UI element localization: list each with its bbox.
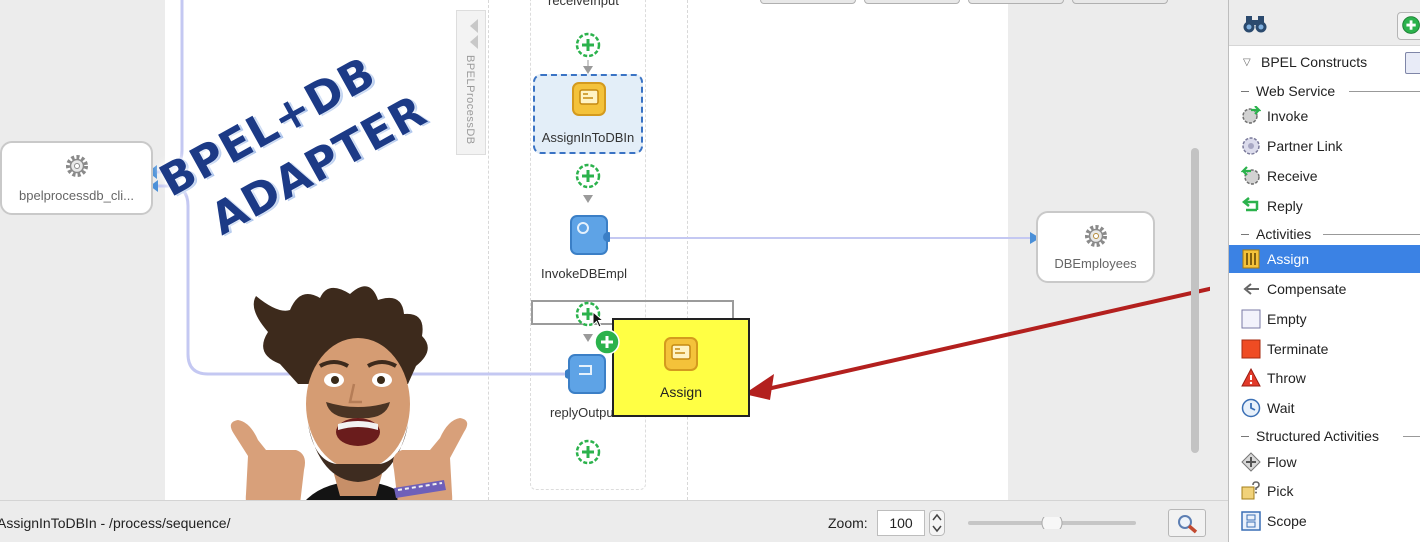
invoke-activity-label: InvokeDBEmpl bbox=[541, 266, 627, 281]
db-employees-partner-link[interactable]: DBEmployees bbox=[1036, 211, 1155, 283]
palette-category-header[interactable]: ▽ BPEL Constructs bbox=[1229, 48, 1420, 76]
thumbs-up-person-image bbox=[230, 286, 468, 542]
dragged-assign-activity[interactable]: Assign bbox=[612, 318, 750, 417]
zoom-slider-knob[interactable] bbox=[1041, 517, 1063, 529]
palette-item-compensate[interactable]: Compensate bbox=[1229, 275, 1420, 303]
binoculars-icon[interactable] bbox=[1243, 14, 1267, 34]
assign-activity-selected[interactable]: AssignInToDBIn bbox=[533, 74, 643, 154]
item-label: Wait bbox=[1267, 400, 1295, 416]
reply-icon bbox=[1241, 197, 1259, 212]
component-palette: ▽ BPEL Constructs Web Service Invoke Par… bbox=[1228, 0, 1420, 542]
invoke-activity-icon[interactable] bbox=[570, 215, 610, 255]
palette-add-button[interactable] bbox=[1397, 12, 1420, 40]
item-label: Invoke bbox=[1267, 108, 1309, 124]
sequence-lane bbox=[530, 0, 646, 490]
palette-section-web-service: Web Service bbox=[1229, 80, 1420, 102]
status-bar: AssignInToDBIn - /process/sequence/ Zoom… bbox=[0, 500, 1228, 542]
mouse-pointer-icon bbox=[592, 311, 605, 328]
item-label: Partner Link bbox=[1267, 138, 1343, 154]
palette-item-assign[interactable]: Assign bbox=[1229, 245, 1420, 273]
item-label: Pick bbox=[1267, 483, 1294, 499]
process-scope-lane bbox=[488, 0, 688, 500]
zoom-label: Zoom: bbox=[828, 515, 868, 531]
palette-item-reply[interactable]: Reply bbox=[1229, 192, 1420, 220]
empty-icon bbox=[1241, 309, 1261, 329]
palette-item-scope[interactable]: Scope bbox=[1229, 507, 1420, 535]
section-label: Structured Activities bbox=[1256, 428, 1385, 444]
item-label: Reply bbox=[1267, 198, 1303, 214]
selection-path: AssignInToDBIn - /process/sequence/ bbox=[0, 515, 231, 531]
palette-item-partner-link[interactable]: Partner Link bbox=[1229, 132, 1420, 160]
assign-icon bbox=[1242, 249, 1260, 269]
reply-activity-icon[interactable] bbox=[565, 354, 607, 394]
palette-search-input[interactable] bbox=[1275, 11, 1395, 39]
invoke-icon bbox=[1242, 106, 1261, 124]
item-label: Compensate bbox=[1267, 281, 1347, 297]
receive-icon bbox=[1241, 166, 1260, 185]
vertical-scrollbar[interactable] bbox=[1186, 0, 1204, 490]
compensate-icon bbox=[1243, 283, 1259, 295]
terminate-icon bbox=[1241, 339, 1261, 359]
scrollbar-thumb[interactable] bbox=[1191, 148, 1199, 453]
receive-activity-label: receiveInput bbox=[548, 0, 619, 8]
palette-toolbar bbox=[1229, 0, 1420, 46]
palette-item-empty[interactable]: Empty bbox=[1229, 305, 1420, 333]
palette-item-invoke[interactable]: Invoke bbox=[1229, 102, 1420, 130]
assign-activity-label: AssignInToDBIn bbox=[541, 130, 635, 145]
scope-icon bbox=[1241, 511, 1261, 531]
client-partner-label: bpelprocessdb_cli... bbox=[19, 188, 134, 203]
section-label: Activities bbox=[1256, 226, 1318, 242]
section-label: Web Service bbox=[1256, 83, 1342, 99]
throw-icon bbox=[1241, 368, 1261, 387]
reply-activity-label: replyOutput bbox=[550, 405, 618, 420]
palette-item-wait[interactable]: Wait bbox=[1229, 394, 1420, 422]
drop-plus-icon bbox=[594, 329, 620, 355]
palette-item-receive[interactable]: Receive bbox=[1229, 162, 1420, 190]
gear-icon bbox=[65, 155, 88, 177]
palette-item-flow[interactable]: Flow bbox=[1229, 448, 1420, 476]
expand-triangle-icon[interactable]: ▽ bbox=[1243, 57, 1251, 68]
item-label: Assign bbox=[1267, 251, 1310, 267]
item-label: Throw bbox=[1267, 370, 1306, 386]
wire-connections bbox=[148, 0, 1210, 400]
item-label: Flow bbox=[1267, 454, 1297, 470]
dragged-assign-label: Assign bbox=[659, 384, 703, 400]
palette-item-throw[interactable]: Throw bbox=[1229, 364, 1420, 392]
add-activity-icon[interactable] bbox=[575, 163, 601, 189]
partner-link-icon bbox=[1242, 137, 1260, 155]
item-label: Scope bbox=[1267, 513, 1307, 529]
add-activity-icon[interactable] bbox=[575, 32, 601, 58]
client-partner-link[interactable]: bpelprocessdb_cli... bbox=[0, 141, 153, 215]
process-tab[interactable]: BPELProcessDB bbox=[456, 10, 486, 155]
zoom-fit-button[interactable] bbox=[1168, 509, 1206, 537]
db-employees-label: DBEmployees bbox=[1054, 256, 1137, 271]
bpel-design-canvas[interactable]: BPELProcessDB bpelprocessdb_cli... DBEmp… bbox=[0, 0, 1210, 500]
process-tab-label: BPELProcessDB bbox=[464, 55, 476, 145]
flow-icon bbox=[1241, 452, 1261, 472]
assign-activity-icon bbox=[664, 337, 698, 371]
magnifier-icon bbox=[1178, 515, 1198, 534]
palette-section-activities: Activities bbox=[1229, 223, 1420, 245]
palette-section-structured-activities: Structured Activities bbox=[1229, 425, 1420, 447]
palette-category-label: BPEL Constructs bbox=[1261, 54, 1368, 70]
item-label: Terminate bbox=[1267, 341, 1329, 357]
assign-activity-icon bbox=[572, 82, 606, 116]
document-icon[interactable] bbox=[1405, 52, 1420, 74]
zoom-stepper[interactable] bbox=[929, 510, 945, 536]
pick-icon bbox=[1241, 481, 1260, 500]
palette-item-terminate[interactable]: Terminate bbox=[1229, 335, 1420, 363]
zoom-input[interactable] bbox=[877, 510, 925, 536]
gear-icon bbox=[1084, 225, 1107, 247]
wait-icon bbox=[1241, 398, 1261, 418]
zoom-slider[interactable] bbox=[968, 517, 1136, 529]
add-activity-icon[interactable] bbox=[575, 439, 601, 465]
item-label: Receive bbox=[1267, 168, 1318, 184]
palette-item-pick[interactable]: Pick bbox=[1229, 477, 1420, 505]
add-icon bbox=[1402, 16, 1420, 34]
collapse-arrows-icon[interactable] bbox=[462, 15, 482, 53]
item-label: Empty bbox=[1267, 311, 1307, 327]
